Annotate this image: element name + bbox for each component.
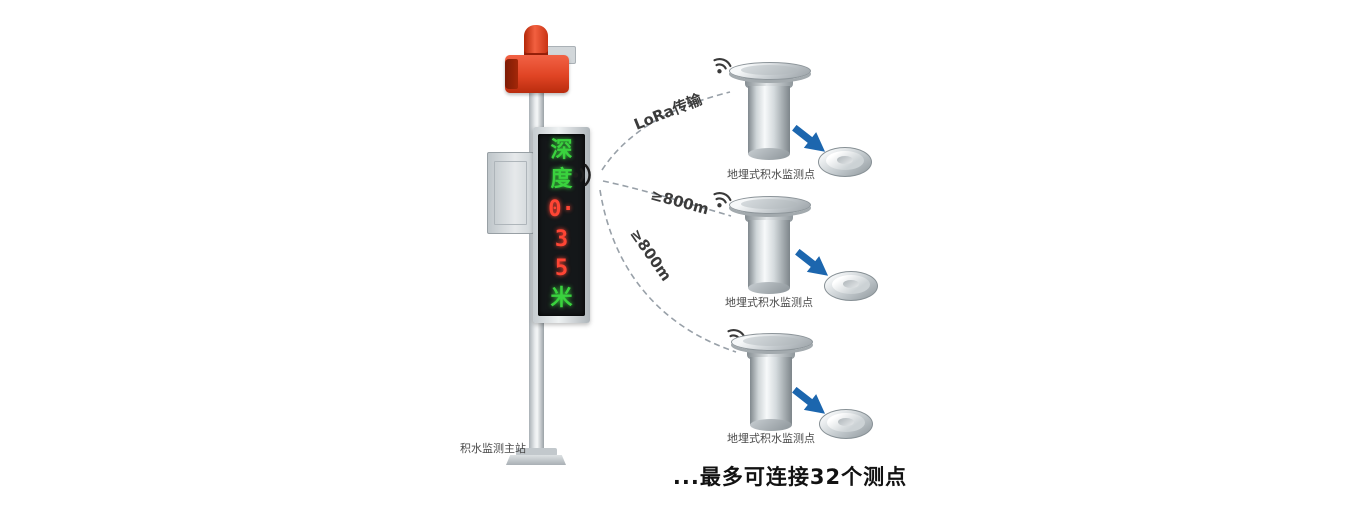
alarm-horn-mouth [505,59,518,89]
sensor-body [748,86,790,154]
disc-sensor [824,271,878,301]
led-display-screen: 深 度 0· 3 5 米 [538,134,585,316]
sensor-bottom-cap [748,282,790,294]
sensor-bottom-cap [750,419,792,431]
sensor-bottom-cap [748,148,790,160]
led-row: 3 [554,226,569,252]
link-label-800m-1: ≥800m [648,185,711,219]
sensor-flange-inner [741,65,797,75]
footer-note: ...最多可连接32个测点 [672,465,908,489]
sensor-body [748,220,790,288]
blue-arrow-icon [787,380,833,424]
blue-arrow-icon [787,118,833,162]
disc-sensor [819,409,873,439]
led-row: 深 [550,137,573,163]
sensor-label: 地埋式积水监测点 [727,432,815,445]
pole-base-plate [516,448,557,456]
buried-sensor [723,62,815,166]
disc-center-cap [843,280,859,288]
buried-sensor [725,333,817,437]
station-label: 积水监测主站 [460,442,526,455]
sensor-body [750,357,792,425]
led-row: 0· [548,197,575,223]
sensor-flange-inner [743,336,799,346]
pole-foot [506,455,566,465]
buried-sensor [723,196,815,300]
sensor-label: 地埋式积水监测点 [725,296,813,309]
station-wifi-icon [564,160,598,190]
sensor-flange-inner [741,199,797,209]
alarm-beacon-light [524,25,548,58]
link-label-lora: LoRa传输 [631,90,705,134]
disc-center-cap [838,418,854,426]
disc-center-cap [837,156,853,164]
led-row: 度 [550,167,573,193]
led-row: 米 [550,286,573,312]
link-label-800m-2: ≥800m [626,225,676,285]
wifi-icon [704,48,739,85]
blue-arrow-icon [790,242,836,286]
wifi-icon [704,182,739,219]
sensor-label: 地埋式积水监测点 [727,168,815,181]
disc-sensor [818,147,872,177]
led-row: 5 [554,256,569,282]
control-box [487,152,534,234]
control-box-door [494,161,527,225]
